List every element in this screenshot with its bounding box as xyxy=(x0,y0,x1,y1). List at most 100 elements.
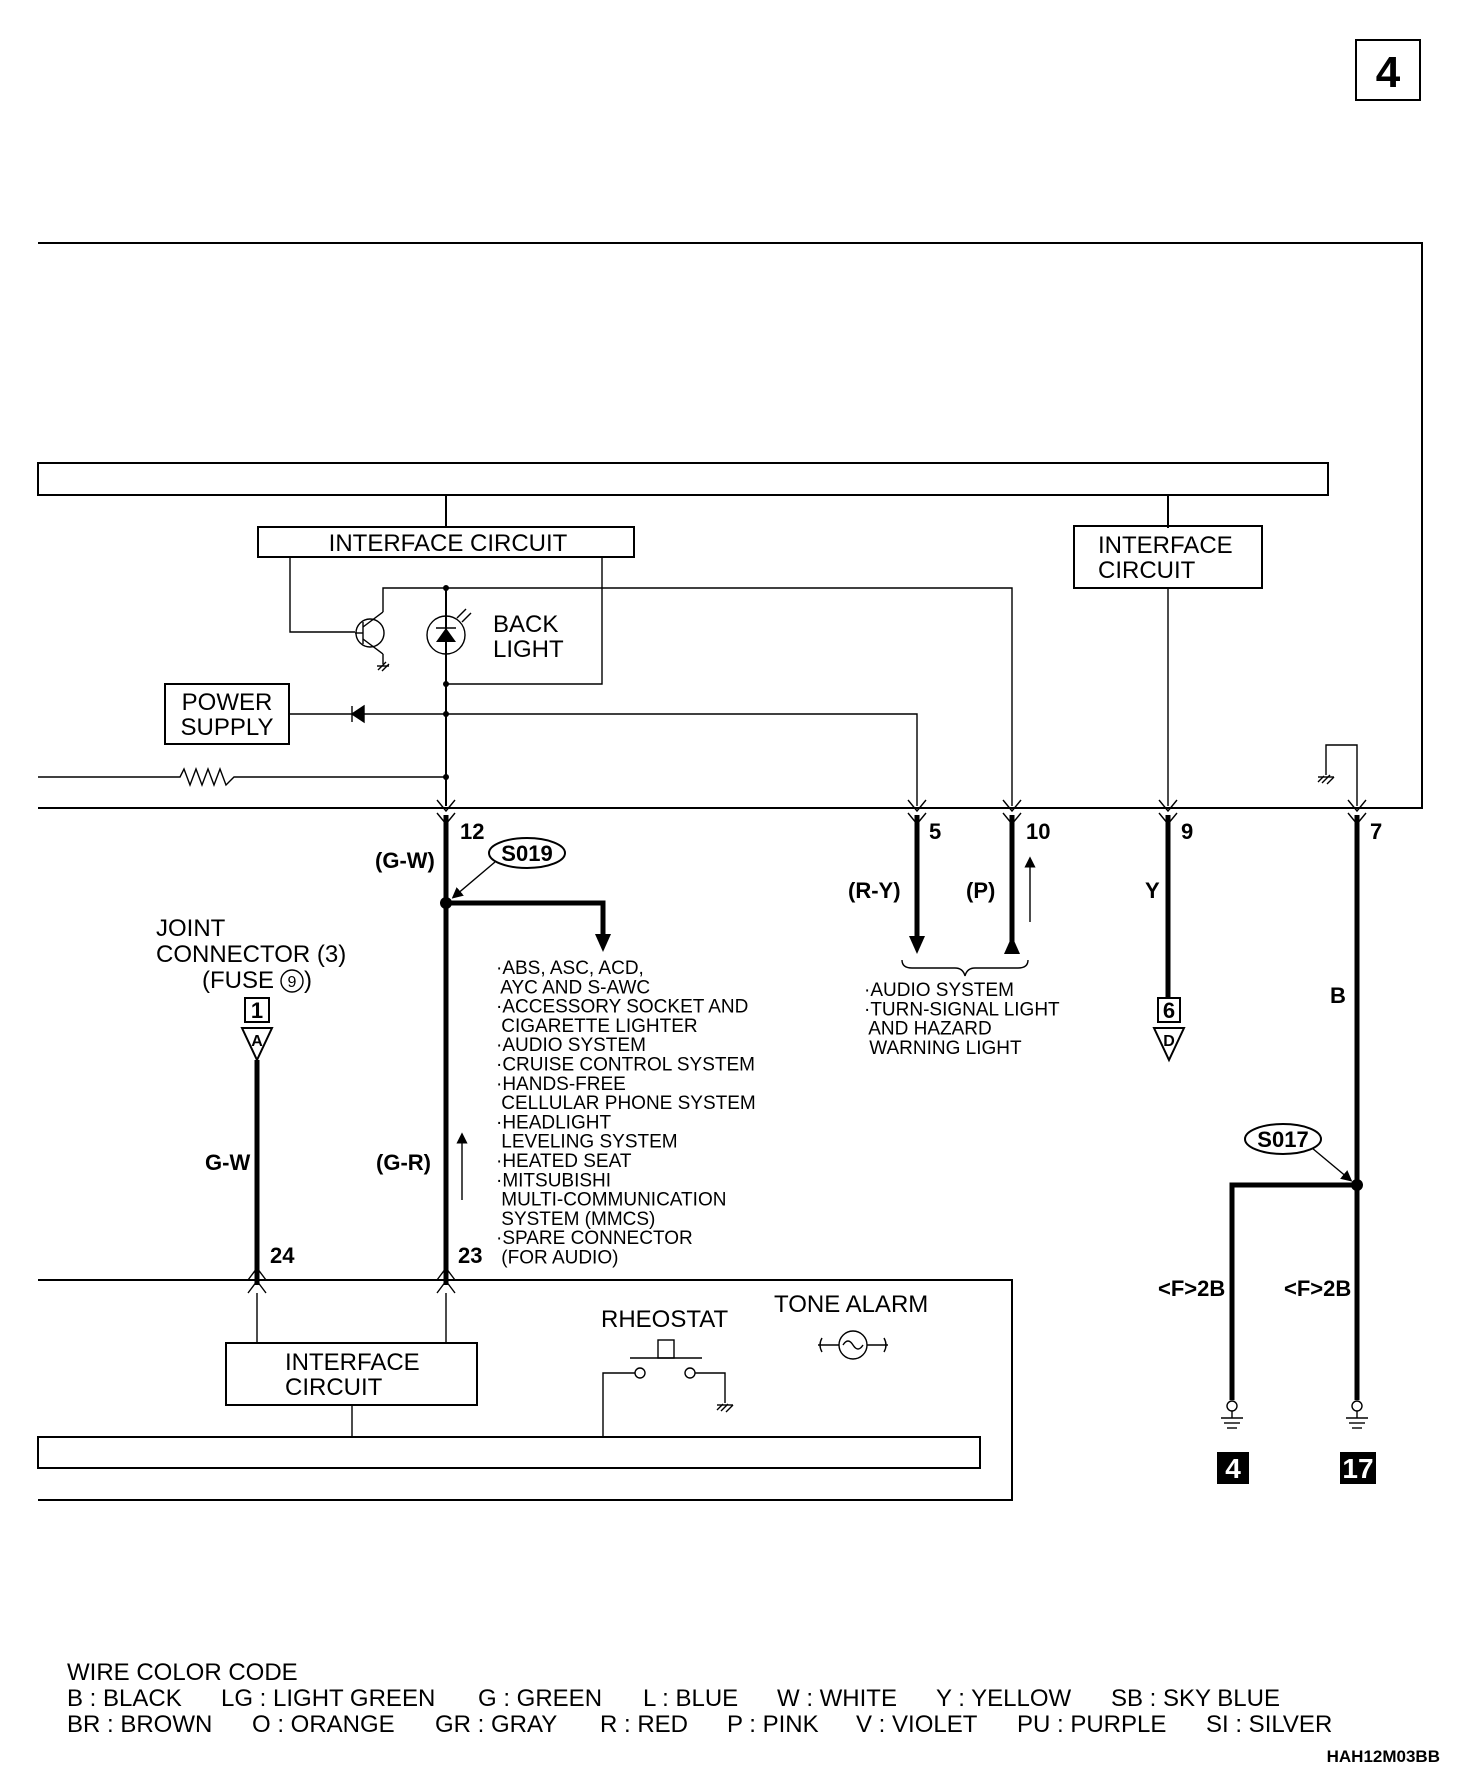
system-list-item: (FOR AUDIO) xyxy=(496,1248,618,1269)
fuse-number-circle xyxy=(280,969,304,993)
connector-6-triangle xyxy=(1152,1027,1186,1063)
connector-6-pin: D xyxy=(1163,1033,1175,1050)
joint-connector-line-1: JOINT xyxy=(156,915,226,942)
system-list-item: ·MITSUBISHI xyxy=(496,1170,611,1191)
rheostat-switch-icon xyxy=(602,1339,734,1437)
page-number: 4 xyxy=(1376,48,1401,97)
svg-text:BR : BROWN: BR : BROWN xyxy=(67,1711,212,1738)
pin-7-label: 7 xyxy=(1370,819,1382,844)
system-list-item: ·TURN-SIGNAL LIGHT xyxy=(864,999,1060,1020)
joint-connector-pin: A xyxy=(251,1033,263,1050)
ground-ref-right-label: <F>2B xyxy=(1284,1276,1351,1301)
svg-text:LG : LIGHT GREEN: LG : LIGHT GREEN xyxy=(221,1685,435,1712)
interface-circuit-top-right-label-2: CIRCUIT xyxy=(1098,557,1196,584)
svg-text:G : GREEN: G : GREEN xyxy=(478,1685,602,1712)
svg-text:O : ORANGE: O : ORANGE xyxy=(252,1711,395,1738)
wire-color-b: B xyxy=(1330,983,1346,1008)
joint-connector-box-number: 1 xyxy=(251,998,263,1023)
connector-6-box xyxy=(1157,997,1181,1023)
pin-5-label: 5 xyxy=(929,819,941,844)
svg-text:R : RED: R : RED xyxy=(600,1711,688,1738)
ground-symbol-left xyxy=(1221,1400,1243,1429)
wire-color-code-title: WIRE COLOR CODE xyxy=(67,1659,298,1686)
svg-text:V : VIOLET: V : VIOLET xyxy=(856,1711,978,1738)
joint-connector-close-paren: ) xyxy=(304,967,312,994)
svg-text:SI : SILVER: SI : SILVER xyxy=(1206,1711,1332,1738)
connector-6-number: 6 xyxy=(1163,998,1175,1023)
wire-color-gr: (G-R) xyxy=(376,1150,431,1175)
pin-chevrons-bottom xyxy=(247,1266,456,1294)
wire-color-code-row-1: B : BLACK LG : LIGHT GREEN G : GREEN L :… xyxy=(67,1685,1280,1712)
interface-circuit-top-left xyxy=(257,526,635,558)
svg-text:SB : SKY BLUE: SB : SKY BLUE xyxy=(1111,1685,1280,1712)
back-light-label-1: BACK xyxy=(493,611,558,638)
system-list-item: AND HAZARD xyxy=(864,1019,992,1040)
internal-bus-top xyxy=(37,462,1329,496)
system-list-item: ·ABS, ASC, ACD, xyxy=(496,958,644,979)
svg-text:GR : GRAY: GR : GRAY xyxy=(435,1711,557,1738)
svg-text:W : WHITE: W : WHITE xyxy=(777,1685,897,1712)
system-list-item: ·SPARE CONNECTOR xyxy=(496,1228,693,1249)
interface-circuit-bottom-label-2: CIRCUIT xyxy=(285,1374,383,1401)
svg-text:P : PINK: P : PINK xyxy=(727,1711,819,1738)
system-list-item: CELLULAR PHONE SYSTEM xyxy=(496,1093,756,1114)
ground-number-left: 4 xyxy=(1225,1453,1241,1484)
wire-color-code-row-2: BR : BROWN O : ORANGE GR : GRAY R : RED … xyxy=(67,1711,1332,1738)
system-list-item: MULTI-COMMUNICATION xyxy=(496,1190,726,1211)
ground-number-right: 17 xyxy=(1342,1453,1373,1484)
system-list-s019: ·ABS, ASC, ACD, AYC AND S-AWC·ACCESSORY … xyxy=(496,958,756,1269)
pin-12-label: 12 xyxy=(460,819,484,844)
splice-s017 xyxy=(1244,1123,1322,1155)
back-light-label-2: LIGHT xyxy=(493,636,564,663)
diode-icon xyxy=(350,704,365,724)
interface-circuit-bottom-label-1: INTERFACE xyxy=(285,1349,420,1376)
system-list-item: SYSTEM (MMCS) xyxy=(496,1209,655,1230)
wire-color-ry: (R-Y) xyxy=(848,878,901,903)
system-list-item: ·CRUISE CONTROL SYSTEM xyxy=(496,1055,755,1076)
system-list-item: ·HEADLIGHT xyxy=(496,1112,611,1133)
joint-connector-box xyxy=(244,997,270,1023)
power-supply-label-1: POWER xyxy=(182,689,273,716)
svg-text:L : BLUE: L : BLUE xyxy=(643,1685,738,1712)
system-list-item: ·AUDIO SYSTEM xyxy=(496,1035,646,1056)
pin-9-label: 9 xyxy=(1181,819,1193,844)
tone-alarm-label: TONE ALARM xyxy=(774,1291,928,1318)
wire-color-gw-left: G-W xyxy=(205,1150,250,1175)
splice-s017-label: S017 xyxy=(1257,1127,1308,1152)
wire-color-gw-top: (G-W) xyxy=(375,848,435,873)
svg-text:B : BLACK: B : BLACK xyxy=(67,1685,182,1712)
page-number-box xyxy=(1355,39,1421,101)
diagram-code: HAH12M03BB xyxy=(1327,1747,1440,1766)
tone-alarm-icon xyxy=(818,1330,888,1360)
system-list-item: ·AUDIO SYSTEM xyxy=(864,980,1014,1001)
system-list-audio: ·AUDIO SYSTEM·TURN-SIGNAL LIGHT AND HAZA… xyxy=(864,980,1060,1059)
joint-connector-line-2: CONNECTOR (3) xyxy=(156,941,346,968)
interface-circuit-top-left-label: INTERFACE CIRCUIT xyxy=(329,530,568,557)
svg-text:PU : PURPLE: PU : PURPLE xyxy=(1017,1711,1166,1738)
pin-23-label: 23 xyxy=(458,1243,482,1268)
pin-10-label: 10 xyxy=(1026,819,1050,844)
wire-color-y: Y xyxy=(1145,878,1160,903)
fuse-number: 9 xyxy=(288,974,297,991)
joint-connector-line-3: (FUSE xyxy=(202,967,274,994)
system-list-item: LEVELING SYSTEM xyxy=(496,1132,678,1153)
system-list-item: ·HANDS-FREE xyxy=(496,1074,626,1095)
system-list-item: ·ACCESSORY SOCKET AND xyxy=(496,997,748,1018)
system-list-item: WARNING LIGHT xyxy=(864,1038,1022,1059)
ground-number-left-box xyxy=(1217,1452,1249,1484)
power-supply-label-2: SUPPLY xyxy=(181,714,274,741)
system-list-item: CIGARETTE LIGHTER xyxy=(496,1016,698,1037)
joint-connector-triangle xyxy=(240,1027,274,1063)
pin-24-label: 24 xyxy=(270,1243,295,1268)
internal-bus-bottom xyxy=(37,1436,981,1469)
ground-symbol-right xyxy=(1346,1400,1368,1429)
pin-chevrons-top xyxy=(436,799,1367,826)
resistor-icon xyxy=(38,767,446,787)
rheostat-label: RHEOSTAT xyxy=(601,1306,728,1333)
system-list-item: ·HEATED SEAT xyxy=(496,1151,632,1172)
splice-s019 xyxy=(488,837,566,869)
module-outline-bottom xyxy=(38,1279,1013,1501)
audio-brace xyxy=(901,959,1029,977)
ground-number-right-box xyxy=(1340,1452,1376,1484)
